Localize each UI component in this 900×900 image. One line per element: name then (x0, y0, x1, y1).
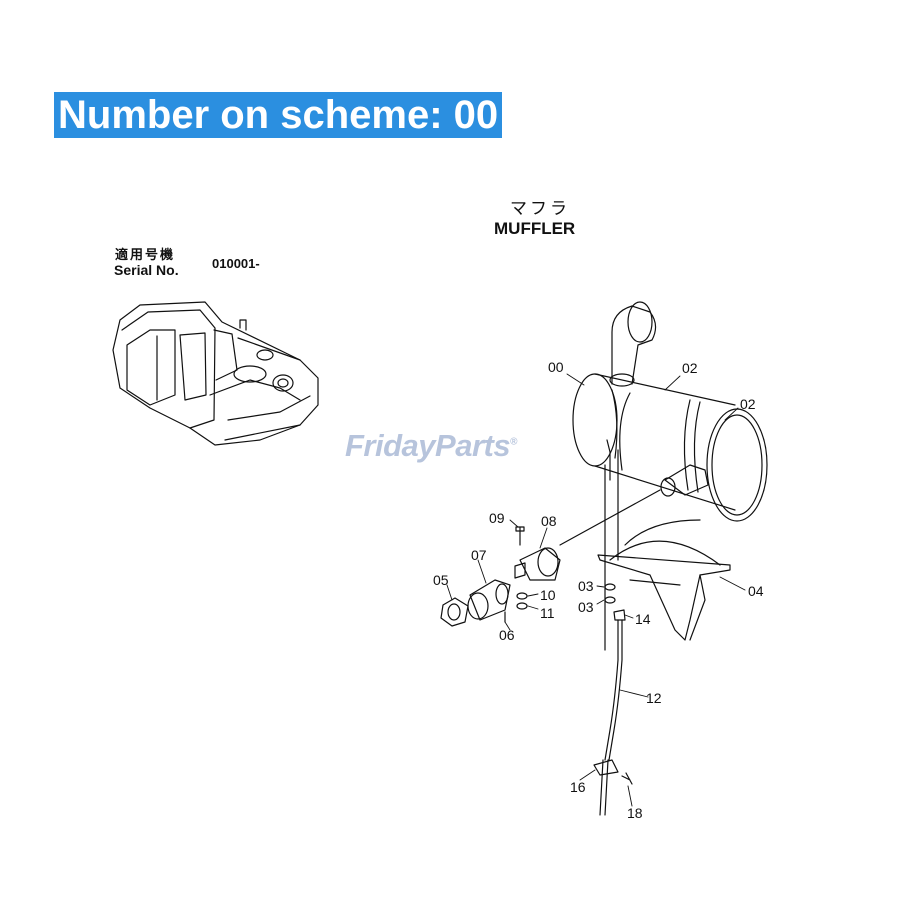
title-japanese: マフラ (510, 199, 570, 219)
drain-hose (599, 619, 623, 816)
scheme-number-text: Number on scheme: 00 (58, 93, 499, 137)
inlet-pipe (559, 464, 709, 546)
scheme-number-banner: Number on scheme: 00 (54, 92, 503, 138)
title-english: MUFFLER (494, 219, 576, 238)
callout-10: 10 (540, 587, 556, 603)
serial-label-japanese: 適用号機 (115, 248, 176, 263)
callout-12: 12 (646, 690, 662, 706)
watermark-logo: FridayParts® (345, 428, 517, 464)
callout-03-lower: 03 (578, 599, 594, 615)
callout-09: 09 (489, 510, 505, 526)
bracket (597, 519, 731, 641)
serial-value: 010001- (212, 256, 260, 271)
callout-07: 07 (471, 547, 487, 563)
bolt (515, 526, 525, 546)
watermark-text: FridayParts (345, 428, 511, 463)
callout-05: 05 (433, 572, 449, 588)
tail-pipe (609, 301, 657, 387)
callout-02-right: 02 (740, 396, 756, 412)
callout-08: 08 (541, 513, 557, 529)
callout-02-upper: 02 (682, 360, 698, 376)
callout-06: 06 (499, 627, 515, 643)
gasket (440, 597, 469, 627)
callout-00: 00 (548, 359, 564, 375)
adapter-pipe (467, 579, 511, 621)
leader-lines (446, 373, 746, 807)
callout-16: 16 (570, 779, 586, 795)
clamp (514, 547, 561, 581)
callout-04: 04 (748, 583, 764, 599)
registered-mark: ® (510, 436, 517, 448)
callout-03-upper: 03 (578, 578, 594, 594)
muffler-drum (572, 373, 768, 651)
callout-11: 11 (540, 605, 555, 621)
callout-18: 18 (627, 805, 643, 821)
serial-label: Serial No. (114, 262, 179, 278)
excavator-sketch (112, 301, 319, 446)
callout-14: 14 (635, 611, 651, 627)
